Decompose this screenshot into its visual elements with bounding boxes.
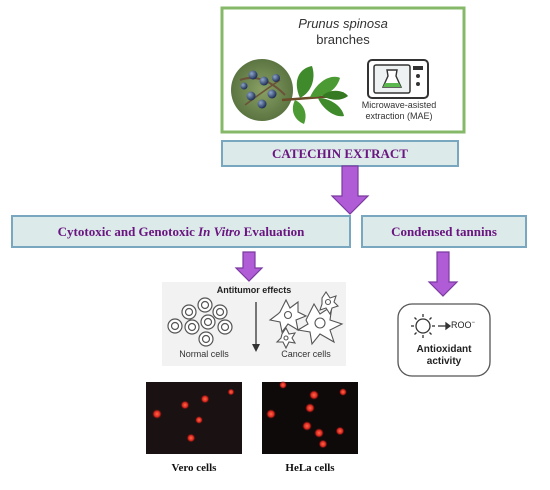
mae-label-line2: extraction (MAE)	[365, 111, 433, 121]
vero-micrograph	[146, 382, 242, 454]
antioxidant-label: Antioxidant activity	[398, 344, 490, 368]
sloe-berries-photo	[231, 59, 293, 121]
plant-part-label: branches	[316, 32, 370, 47]
roo-text: ROO	[451, 320, 472, 330]
condensed-tannins-label: Condensed tannins	[391, 224, 497, 239]
condensed-tannins-box	[361, 215, 527, 248]
mae-label: Microwave-asisted extraction (MAE)	[356, 100, 442, 122]
vero-fluorescent-cells	[152, 388, 235, 443]
evaluation-box	[11, 215, 351, 248]
hela-cells-label: HeLa cells	[285, 462, 335, 474]
radical-scavenger-icon	[411, 314, 452, 338]
hela-fluorescent-cells	[266, 381, 347, 449]
normal-cells-label: Normal cells	[179, 349, 229, 359]
arrow-to-antitumor	[234, 251, 264, 282]
antioxidant-line1: Antioxidant	[416, 344, 472, 355]
plant-source-title: Prunus spinosa branches	[222, 16, 464, 48]
evaluation-label-prefix: Cytotoxic and Genotoxic	[57, 224, 199, 239]
roo-charge: −	[471, 320, 476, 326]
normal-cells-icon	[167, 297, 233, 347]
leaf-branch-icon	[281, 66, 348, 124]
plant-species-name: Prunus spinosa	[298, 16, 388, 31]
catechin-extract-label: CATECHIN EXTRACT	[272, 146, 408, 161]
antitumor-title: Antitumor effects	[216, 285, 292, 295]
catechin-extract-box	[221, 140, 459, 167]
evaluation-label-italic: In Vitro	[198, 224, 241, 239]
cancer-cells-label: Cancer cells	[281, 349, 331, 359]
antioxidant-line2: activity	[426, 356, 462, 367]
evaluation-label-suffix: Evaluation	[240, 224, 305, 239]
roo-radical-label: ROO−	[451, 320, 475, 330]
vero-cells-label: Vero cells	[171, 462, 217, 474]
antioxidant-box	[397, 303, 491, 377]
mae-label-line1: Microwave-asisted	[361, 100, 437, 110]
arrow-catechin-to-branches	[330, 165, 370, 215]
cancer-cells-icon	[268, 291, 344, 350]
arrow-to-antioxidant	[427, 251, 459, 297]
downward-arrow-icon	[252, 302, 260, 352]
evaluation-label: Cytotoxic and Genotoxic In Vitro Evaluat…	[12, 223, 350, 240]
microwave-icon	[367, 59, 429, 99]
